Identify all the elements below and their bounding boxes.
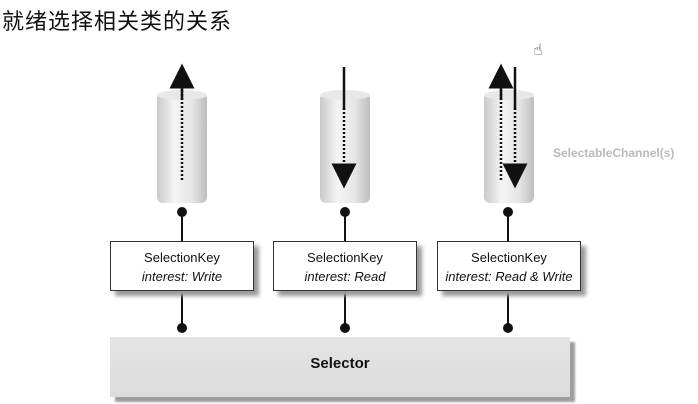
channel-read-write: [484, 63, 534, 333]
selectable-channels-label: SelectableChannel(s): [553, 146, 675, 160]
selection-key-write: SelectionKey interest: Write: [110, 241, 254, 291]
selection-key-read: SelectionKey interest: Read: [273, 241, 417, 291]
key-interest: interest: Read: [304, 269, 386, 284]
cylinder: [484, 93, 534, 203]
key-name: SelectionKey: [307, 250, 383, 265]
selection-key-read-write: SelectionKey interest: Read & Write: [437, 241, 581, 291]
connector-dot: [503, 323, 513, 333]
channel-write: [157, 63, 207, 333]
hand-cursor-icon: ☝: [533, 40, 543, 59]
channel-read: [320, 67, 370, 333]
selector-label: Selector: [310, 355, 370, 372]
connector-dot: [340, 323, 350, 333]
page-title: 就绪选择相关类的关系: [2, 10, 233, 35]
key-name: SelectionKey: [471, 250, 547, 265]
key-interest: interest: Read & Write: [445, 269, 573, 284]
cylinder-top: [484, 90, 534, 100]
key-name: SelectionKey: [144, 250, 220, 265]
connector-dot: [177, 323, 187, 333]
selector-box: Selector: [110, 337, 570, 397]
key-interest: interest: Write: [141, 269, 223, 284]
